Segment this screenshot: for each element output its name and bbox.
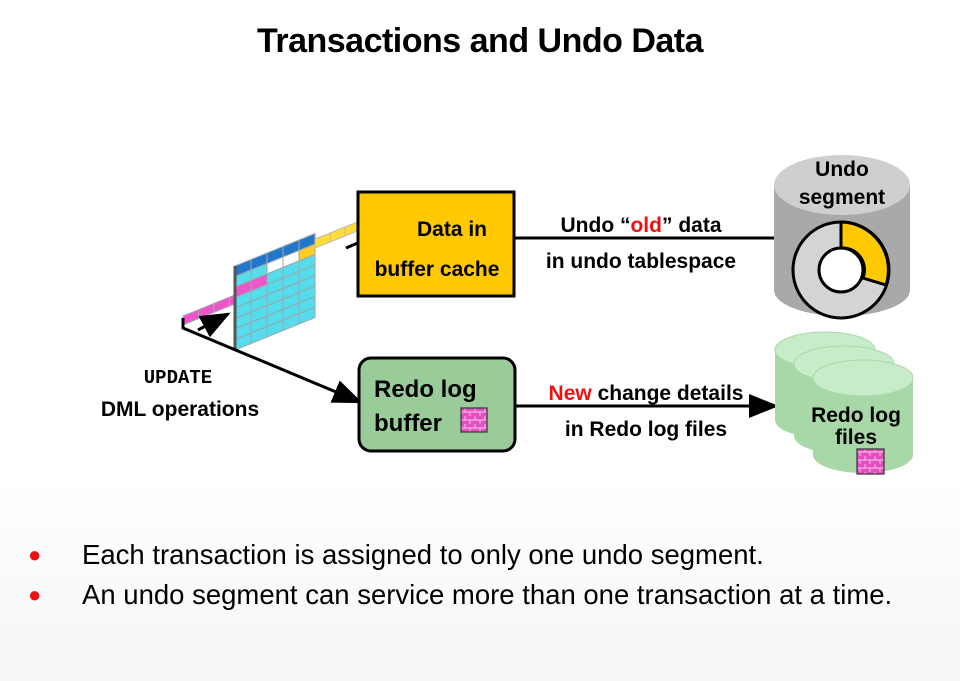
undo-ring-hole — [817, 246, 865, 294]
undo-segment-line1: Undo — [815, 158, 869, 181]
redo-buffer-line1: Redo log — [374, 376, 477, 403]
dml-to-redo-arrow — [181, 318, 363, 404]
redo-log-buffer-box: Redo log buffer — [357, 356, 517, 453]
redo-file-entry-icon — [856, 448, 885, 475]
modified-row-cell — [213, 296, 230, 314]
redo-buffer-line2: buffer — [374, 410, 442, 437]
row-arrow — [197, 312, 231, 338]
buffer-cache-box: Data in buffer cache — [356, 190, 516, 298]
buffer-cache-line1: Data in — [417, 218, 487, 241]
buffer-row-cell — [329, 226, 346, 243]
redo-entry-icon — [460, 407, 488, 433]
bullet-text: An undo segment can service more than on… — [82, 579, 893, 610]
page-title: Transactions and Undo Data — [256, 22, 704, 60]
dml-keyword: UPDATE — [144, 367, 212, 389]
bullet-item: ● Each transaction is assigned to only o… — [28, 536, 938, 574]
table-cell — [298, 306, 316, 325]
buffer-cache-line2: buffer cache — [375, 258, 500, 281]
bullet-item: ● An undo segment can service more than … — [28, 576, 938, 614]
undo-segment-line2: segment — [799, 186, 885, 209]
modified-row-cell — [198, 302, 215, 320]
bullet-dot-icon: ● — [28, 542, 42, 567]
undo-arrow-label-line1: Undo “old” data — [561, 214, 722, 237]
undo-arrow-label-line2: in undo tablespace — [546, 250, 736, 273]
dml-label: DML operations — [101, 398, 259, 421]
undo-redo-diagram: Data in buffer cache Redo log buffer UPD… — [101, 155, 914, 475]
bullet-text: Each transaction is assigned to only one… — [82, 539, 764, 570]
redo-arrow-label-line1: New change details — [549, 382, 744, 405]
table-graphic — [181, 208, 391, 404]
redo-arrow-label-line2: in Redo log files — [565, 418, 727, 441]
bullet-dot-icon: ● — [28, 582, 42, 607]
redo-files-line2: files — [835, 426, 877, 449]
buffer-row-cell — [314, 232, 331, 249]
table-grid — [233, 232, 316, 351]
bullet-list: ● Each transaction is assigned to only o… — [28, 536, 938, 616]
redo-files-line1: Redo log — [811, 404, 901, 427]
redo-log-files-cylinders: Redo log files — [774, 331, 914, 475]
undo-segment-cylinder: Undo segment — [774, 155, 910, 320]
modified-row-cell — [182, 308, 199, 326]
